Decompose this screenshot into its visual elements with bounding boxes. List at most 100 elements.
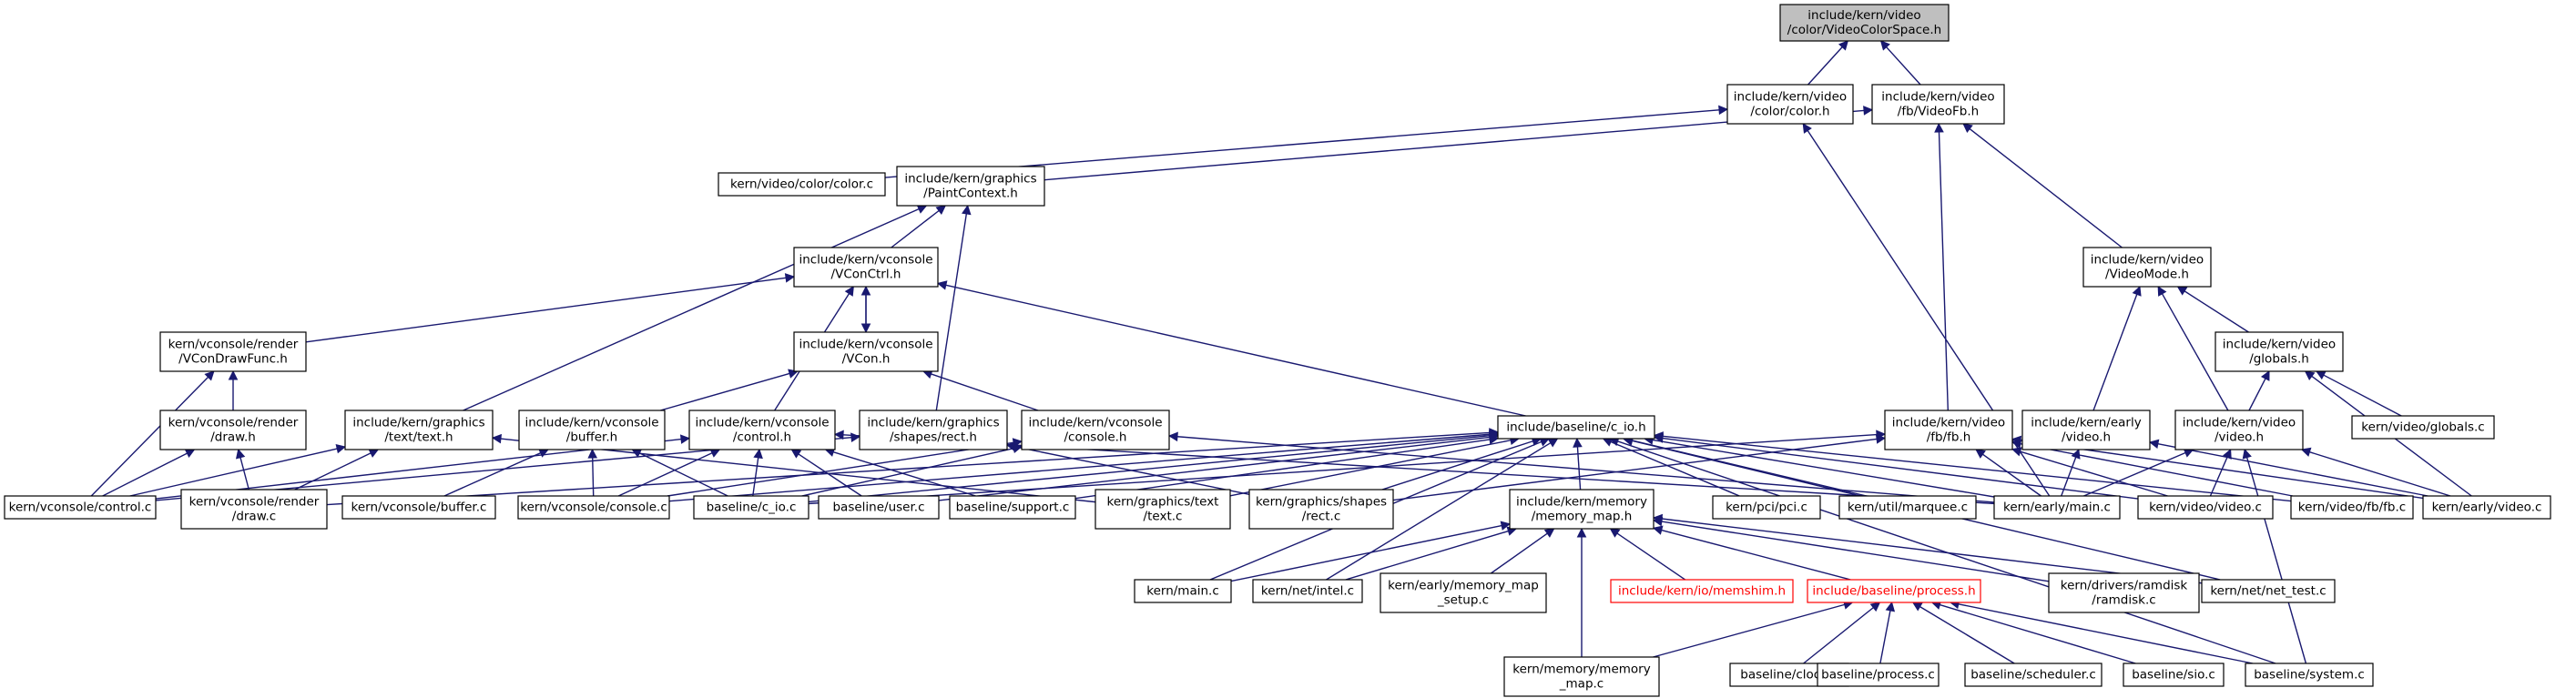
node-rectc[interactable]: kern/graphics/shapes/rect.c: [1248, 489, 1394, 530]
node-label: include/kern/video: [1881, 90, 1994, 105]
node-cioh[interactable]: include/baseline/c_io.h: [1497, 415, 1655, 440]
node-mainc[interactable]: kern/main.c: [1134, 579, 1232, 603]
node-box: [2082, 247, 2212, 288]
node-vconh[interactable]: include/kern/vconsole/VCon.h: [793, 331, 939, 372]
node-label: include/kern/graphics: [352, 416, 484, 430]
node-box: [1380, 572, 1547, 613]
node-cioc[interactable]: baseline/c_io.c: [693, 495, 809, 520]
node-label: baseline/sio.c: [2132, 668, 2215, 683]
edge-cioc-to-fbfbh: [808, 430, 1887, 505]
node-label: include/kern/vconsole: [695, 416, 829, 430]
node-box: [1838, 495, 1977, 520]
node-label: /globals.h: [2249, 352, 2309, 367]
node-box: [1807, 579, 1981, 603]
node-marqueec[interactable]: kern/util/marquee.c: [1838, 495, 1977, 520]
node-box: [1021, 410, 1170, 450]
node-intelc[interactable]: kern/net/intel.c: [1252, 579, 1363, 603]
node-pcic[interactable]: kern/pci/pci.c: [1712, 495, 1821, 520]
node-sioc[interactable]: baseline/sio.c: [2123, 663, 2225, 687]
node-root[interactable]: include/kern/video/color/VideoColorSpace…: [1779, 4, 1950, 42]
node-box: [2123, 663, 2225, 687]
edge-cioh-to-vconctrl: [936, 280, 1526, 417]
node-colorh[interactable]: include/kern/video/color/color.h: [1726, 84, 1854, 125]
node-label: /color/VideoColorSpace.h: [1787, 23, 1941, 37]
node-globalsc[interactable]: kern/video/globals.c: [2351, 415, 2495, 440]
edge-earlyvideoc-to-videoh: [2300, 447, 2451, 497]
node-label: /VCon.h: [842, 352, 891, 367]
node-memshimh[interactable]: include/kern/io/memshim.h: [1610, 579, 1794, 603]
node-box: [1610, 579, 1794, 603]
node-memmaph[interactable]: include/kern/memory/memory_map.h: [1509, 489, 1655, 530]
edge-controlc-to-drawh: [102, 449, 196, 497]
node-label: /draw.h: [210, 430, 256, 445]
node-label: kern/vconsole/render: [189, 495, 320, 510]
node-controlc[interactable]: kern/vconsole/control.c: [4, 495, 157, 520]
node-nettestc[interactable]: kern/net/net_test.c: [2201, 579, 2336, 603]
node-vcondrawfunc[interactable]: kern/vconsole/render/VConDrawFunc.h: [159, 331, 307, 372]
node-videomode[interactable]: include/kern/video/VideoMode.h: [2082, 247, 2212, 288]
node-label: /VideoMode.h: [2105, 268, 2189, 282]
node-vconctrl[interactable]: include/kern/vconsole/VConCtrl.h: [793, 247, 939, 288]
node-box: [341, 495, 496, 520]
edge-cioc-to-controlh: [752, 448, 763, 497]
node-label: kern/pci/pci.c: [1726, 501, 1807, 515]
node-label: /VConCtrl.h: [831, 268, 901, 282]
node-box: [1817, 663, 1940, 687]
node-colorc[interactable]: kern/video/color/color.c: [718, 172, 886, 197]
edge-globalsh-to-videomode: [2176, 286, 2249, 333]
node-ramdiskc[interactable]: kern/drivers/ramdisk/ramdisk.c: [2048, 572, 2200, 613]
node-schedulerc[interactable]: baseline/scheduler.c: [1964, 663, 2103, 687]
node-recth[interactable]: include/kern/graphics/shapes/rect.h: [859, 410, 1008, 450]
node-globalsh[interactable]: include/kern/video/globals.h: [2215, 331, 2344, 372]
edge-processc-to-processh: [1879, 601, 1896, 664]
node-label: /VConDrawFunc.h: [178, 352, 288, 367]
node-drawc[interactable]: kern/vconsole/render/draw.c: [180, 489, 328, 530]
node-label: baseline/system.c: [2254, 668, 2365, 683]
node-label: include/kern/video: [2091, 253, 2204, 268]
node-label: /fb/fb.h: [1927, 430, 1971, 445]
edge-memshimh-to-memmaph: [1609, 528, 1686, 581]
node-consoleh[interactable]: include/kern/vconsole/console.h: [1021, 410, 1170, 450]
node-label: include/kern/video: [1807, 8, 1920, 23]
node-processc[interactable]: baseline/process.c: [1817, 663, 1940, 687]
node-memmapsetupc[interactable]: kern/early/memory_map_setup.c: [1380, 572, 1547, 613]
node-label: _setup.c: [1437, 593, 1489, 608]
node-earlyvideoc[interactable]: kern/early/video.c: [2422, 495, 2551, 520]
node-box: [344, 410, 494, 450]
node-systemc[interactable]: baseline/system.c: [2245, 663, 2374, 687]
edge-controlc-to-texth: [129, 443, 347, 497]
node-earlymainc[interactable]: kern/early/main.c: [1993, 495, 2121, 520]
node-label: include/kern/video: [2183, 416, 2296, 430]
node-box: [1095, 489, 1231, 530]
node-label: include/kern/graphics: [867, 416, 999, 430]
node-fbc[interactable]: kern/video/fb/fb.c: [2290, 495, 2414, 520]
node-label: /fb/VideoFb.h: [1898, 105, 1979, 119]
node-memmapc[interactable]: kern/memory/memory_map.c: [1503, 656, 1660, 697]
node-label: /text/text.h: [384, 430, 453, 445]
node-userc[interactable]: baseline/user.c: [818, 495, 940, 520]
node-consolec[interactable]: kern/vconsole/console.c: [517, 495, 670, 520]
edge-pcic-to-cioh: [1602, 437, 1740, 497]
node-label: kern/drivers/ramdisk: [2061, 579, 2188, 593]
node-drawh[interactable]: kern/vconsole/render/draw.h: [159, 410, 307, 450]
node-bufferc[interactable]: kern/vconsole/buffer.c: [341, 495, 496, 520]
node-earlyvideoh[interactable]: include/kern/early/video.h: [2021, 410, 2151, 450]
node-videoh[interactable]: include/kern/video/video.h: [2174, 410, 2304, 450]
node-processh[interactable]: include/baseline/process.h: [1807, 579, 1981, 603]
edge-earlymainc-to-earlyvideoh: [2061, 448, 2081, 497]
node-fbfbh[interactable]: include/kern/video/fb/fb.h: [1884, 410, 2013, 450]
node-bufferh[interactable]: include/kern/vconsole/buffer.h: [518, 410, 666, 450]
node-supportc[interactable]: baseline/support.c: [949, 495, 1076, 520]
node-videoc[interactable]: kern/video/video.c: [2137, 495, 2274, 520]
node-paintctx[interactable]: include/kern/graphics/PaintContext.h: [896, 166, 1045, 207]
node-label: kern/video/video.c: [2149, 501, 2262, 515]
node-controlh[interactable]: include/kern/vconsole/control.h: [688, 410, 836, 450]
node-textc[interactable]: kern/graphics/text/text.c: [1095, 489, 1231, 530]
node-label: /color/color.h: [1750, 105, 1829, 119]
node-texth[interactable]: include/kern/graphics/text/text.h: [344, 410, 494, 450]
edge-vcondrawfunc-to-vconctrl: [305, 273, 796, 343]
edge-vconctrl-to-vconh: [860, 287, 871, 334]
node-box: [818, 495, 940, 520]
node-videofbh[interactable]: include/kern/video/fb/VideoFb.h: [1871, 84, 2005, 125]
node-label: kern/video/globals.c: [2361, 420, 2484, 435]
